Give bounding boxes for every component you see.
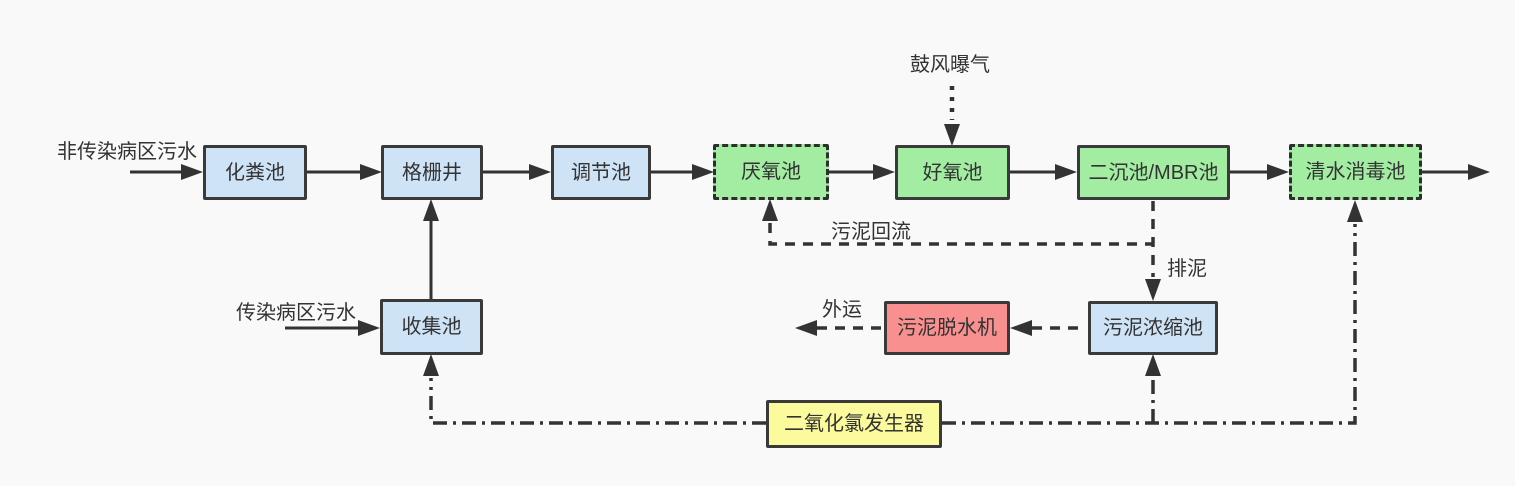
- arrowhead-dewatering-outward: [795, 320, 817, 336]
- arrowhead-disinfection-out: [1468, 164, 1490, 180]
- dashed-sludge-lines: [768, 201, 1155, 330]
- node-sludge-thickening-tank: 污泥浓缩池: [1088, 301, 1218, 355]
- node-regulating-tank-label: 调节池: [571, 161, 631, 184]
- arrowhead-infectious-collection: [358, 320, 380, 336]
- arrowhead-sludge-return: [762, 199, 778, 221]
- node-aerobic-tank: 好氧池: [895, 145, 1010, 200]
- node-anaerobic-tank-label: 厌氧池: [741, 161, 801, 183]
- arrowhead-chlorine-collection: [423, 354, 439, 376]
- arrowhead-thickening-dewatering: [1010, 320, 1032, 336]
- arrowhead-sludge-discharge: [1145, 279, 1161, 301]
- node-chlorine-dioxide-generator: 二氧化氯发生器: [766, 400, 942, 448]
- node-septic-tank: 化粪池: [203, 145, 307, 200]
- node-sludge-thickening-tank-label: 污泥浓缩池: [1103, 317, 1203, 339]
- node-clean-water-disinfection-tank-label: 清水消毒池: [1305, 161, 1406, 183]
- node-secondary-mbr-tank-label: 二沉池/MBR池: [1088, 161, 1219, 184]
- node-secondary-mbr-tank: 二沉池/MBR池: [1077, 145, 1230, 200]
- arrowhead-aerobic-secondary: [1055, 164, 1077, 180]
- arrowhead-anaerobic-aerobic: [873, 164, 895, 180]
- label-sludge-return: 污泥回流: [831, 221, 911, 243]
- node-sludge-dewatering-machine: 污泥脱水机: [884, 301, 1010, 355]
- label-sludge-discharge: 排泥: [1167, 258, 1207, 280]
- arrowhead-secondary-disinfection: [1267, 164, 1289, 180]
- arrowhead-septic-grille: [360, 164, 382, 180]
- arrowhead-chlorine-disinfection: [1347, 200, 1363, 222]
- arrowheads: [181, 124, 1490, 376]
- arrowhead-aeration: [944, 124, 960, 146]
- node-clean-water-disinfection-tank: 清水消毒池: [1289, 144, 1422, 200]
- node-anaerobic-tank: 厌氧池: [713, 144, 829, 200]
- node-sludge-dewatering-machine-label: 污泥脱水机: [897, 317, 997, 339]
- arrowhead-inflow-septic: [181, 164, 203, 180]
- arrowhead-chlorine-thickening: [1145, 354, 1161, 376]
- label-outward-transport: 外运: [822, 299, 862, 321]
- node-septic-tank-label: 化粪池: [225, 161, 285, 184]
- node-collection-tank: 收集池: [380, 299, 483, 355]
- label-blast-aeration: 鼓风曝气: [910, 54, 990, 76]
- node-regulating-tank: 调节池: [551, 145, 651, 200]
- arrow-line-sludge-return: [768, 223, 1153, 246]
- label-non-infectious-inflow: 非传染病区污水: [57, 141, 197, 163]
- arrowhead-grille-regulating: [529, 164, 551, 180]
- arrowhead-regulating-anaerobic: [692, 164, 714, 180]
- node-collection-tank-label: 收集池: [401, 316, 462, 338]
- node-grille-well: 格栅井: [381, 145, 483, 200]
- node-grille-well-label: 格栅井: [402, 161, 462, 184]
- arrow-line-chlorine-disinfection: [942, 224, 1357, 425]
- node-chlorine-dioxide-generator-label: 二氧化氯发生器: [784, 413, 924, 435]
- arrow-line-chlorine-collection: [429, 378, 766, 425]
- solid-flow-lines: [130, 170, 1468, 330]
- dashdot-chlorine-lines: [429, 224, 1357, 425]
- arrowhead-collection-grille: [423, 199, 439, 221]
- node-aerobic-tank-label: 好氧池: [922, 161, 983, 184]
- label-infectious-inflow: 传染病区污水: [236, 302, 356, 324]
